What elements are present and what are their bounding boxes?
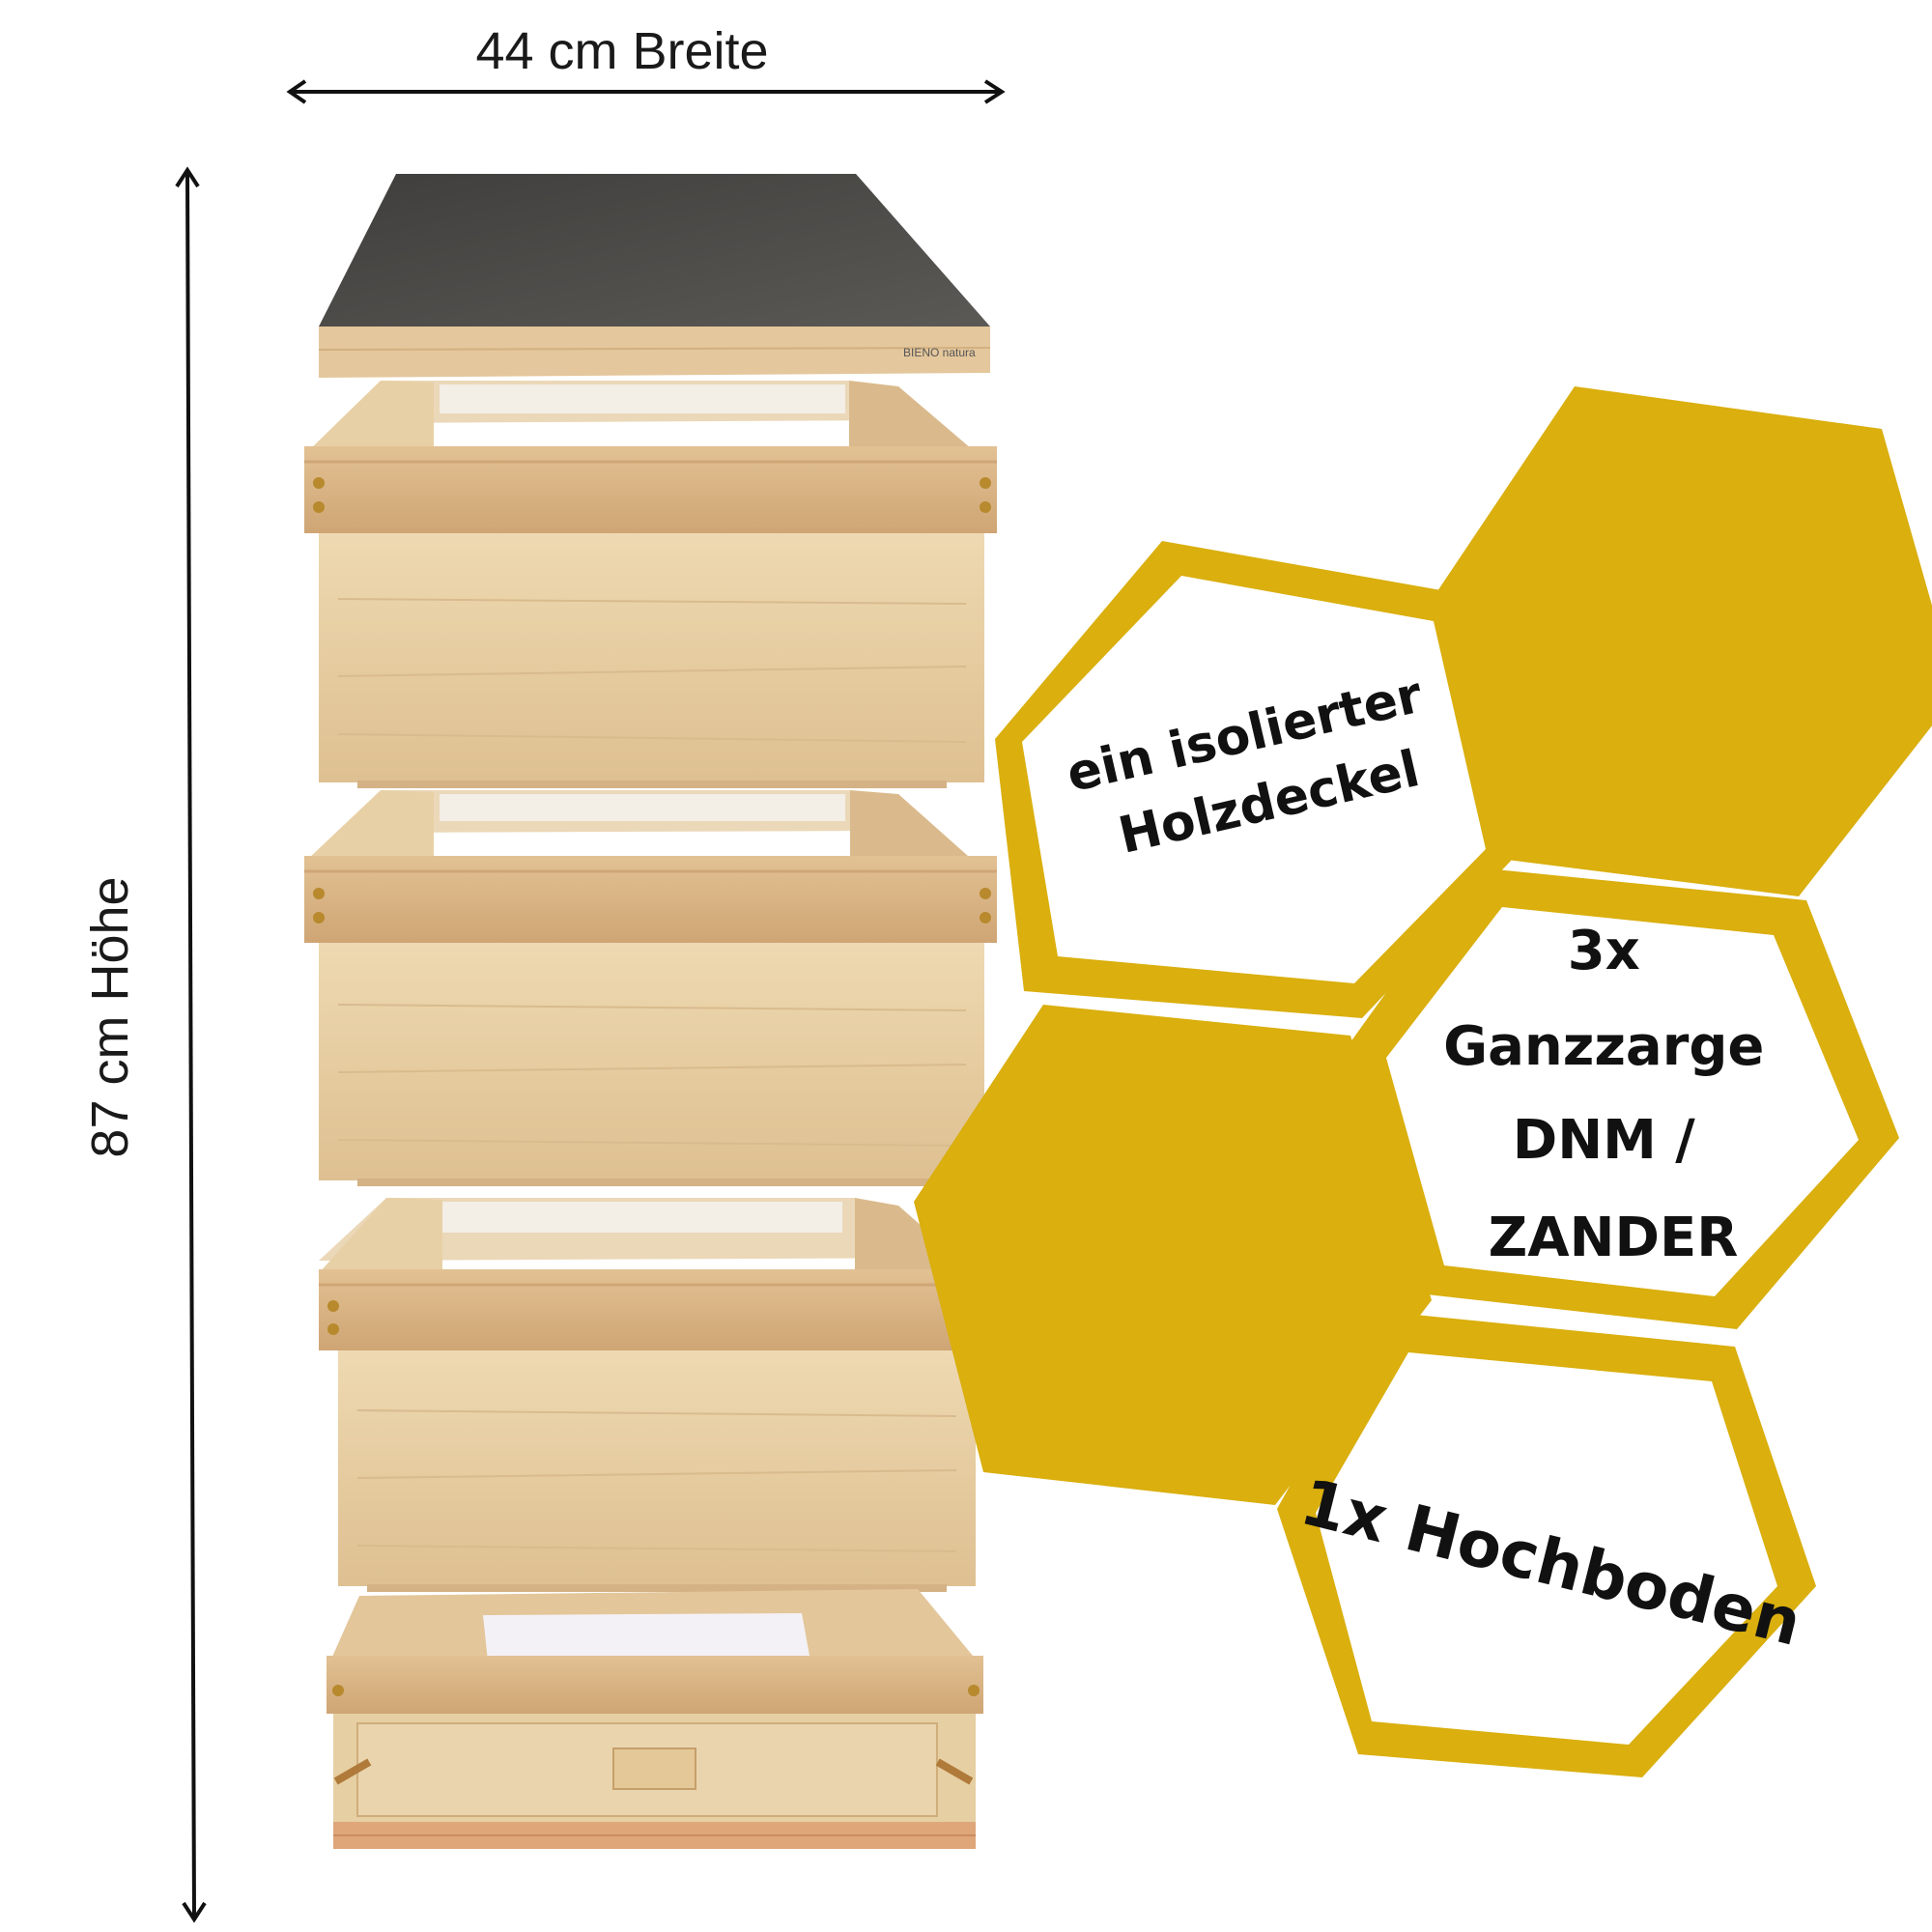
- screw: [313, 477, 325, 489]
- insulated-lid: BIENO natura: [318, 174, 991, 378]
- hexagon-filled-top: [1437, 386, 1932, 896]
- width-arrowhead-right: [983, 79, 1006, 104]
- box-rim-left: [309, 381, 434, 450]
- hive-box-3: [319, 1198, 985, 1592]
- hive-box-1: [304, 381, 997, 788]
- honeycomb-graphic: ein isolierter Holzdeckel 3x Ganzzarge D…: [914, 386, 1932, 1777]
- drawer-handle: [612, 1747, 696, 1790]
- screw: [980, 477, 991, 489]
- width-label: 44 cm Breite: [475, 22, 768, 80]
- high-floor: [327, 1589, 983, 1849]
- box-rim-left: [307, 790, 434, 860]
- height-arrowhead-bottom: [182, 1901, 207, 1923]
- height-label: 87 cm Höhe: [81, 876, 139, 1157]
- height-arrow: [185, 171, 196, 1918]
- feature-boxes-line-3: DNM /: [1513, 1109, 1696, 1172]
- feature-hex-lid: ein isolierter Holzdeckel: [995, 541, 1528, 1018]
- width-arrowhead-left: [286, 79, 307, 104]
- screw: [313, 501, 325, 513]
- width-dimension: 44 cm Breite: [286, 22, 1006, 104]
- hexagon-inner: [1386, 907, 1859, 1296]
- hive-box-2: [304, 790, 997, 1186]
- height-arrowhead-top: [175, 166, 200, 188]
- beehive: BIENO natura: [304, 174, 997, 1849]
- feature-boxes-line-4: ZANDER: [1489, 1207, 1739, 1269]
- height-dimension: 87 cm Höhe: [81, 166, 207, 1923]
- hexagon-filled-middle: [914, 1005, 1432, 1505]
- box-front-panel: [319, 533, 984, 782]
- hexagon-inner: [1022, 576, 1486, 983]
- floor-rim-front: [327, 1656, 983, 1714]
- brand-logo: BIENO natura: [903, 346, 976, 359]
- box-rim-front: [304, 856, 997, 943]
- box-rim-right: [850, 790, 978, 865]
- box-rim-left: [319, 1198, 442, 1273]
- lid-front-edge: [319, 327, 990, 378]
- feature-boxes-line-2: Ganzzarge: [1443, 1015, 1764, 1078]
- box-rim-front: [319, 1269, 985, 1350]
- lid-top: [319, 174, 990, 327]
- screw: [980, 501, 991, 513]
- feature-boxes-text: 3x Ganzzarge DNM / ZANDER: [1443, 920, 1783, 1269]
- feature-boxes-line-1: 3x: [1568, 920, 1640, 982]
- box-rim-right: [849, 381, 978, 454]
- box-rim-front: [304, 446, 997, 533]
- feature-hex-floor: 1x Hochboden: [1277, 1312, 1816, 1777]
- floor-mesh: [483, 1613, 810, 1662]
- feature-hex-boxes: 3x Ganzzarge DNM / ZANDER: [1343, 867, 1899, 1329]
- hexagon-inner: [1316, 1352, 1777, 1745]
